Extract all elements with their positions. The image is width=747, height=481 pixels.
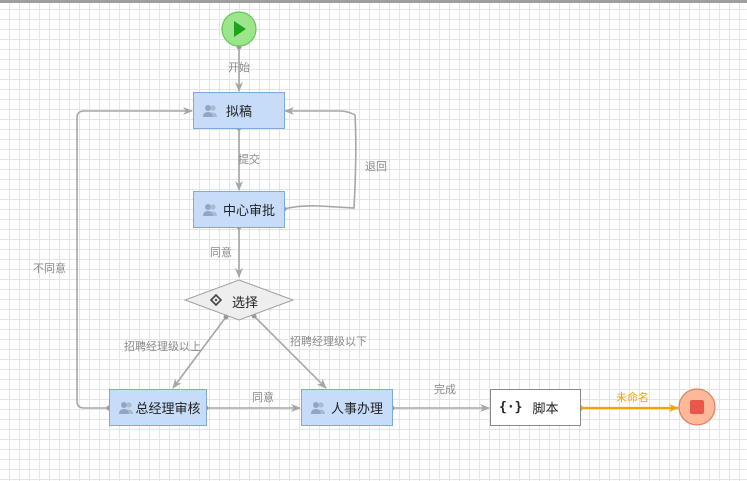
users-icon (203, 203, 217, 216)
edge-center-to-draft[interactable] (283, 107, 357, 210)
gateway-icon (209, 293, 223, 307)
edge-label-below-manager: 招聘经理级以下 (290, 335, 367, 348)
task-label: 脚本 (532, 402, 559, 417)
task-label: 总经理审核 (135, 402, 201, 417)
gateway-label: 选择 (232, 296, 259, 311)
users-icon (119, 401, 133, 414)
top-border (0, 0, 747, 3)
end-event[interactable] (678, 388, 716, 426)
task-label: 中心审批 (222, 204, 275, 219)
edge-label-return: 退回 (365, 160, 387, 173)
task-script[interactable]: {·} 脚本 (490, 389, 581, 426)
edge-label-unnamed: 未命名 (616, 391, 649, 404)
play-icon (234, 21, 246, 37)
task-label: 人事办理 (330, 402, 383, 417)
gateway-choice[interactable] (183, 279, 295, 321)
users-icon (311, 401, 325, 414)
task-draft[interactable]: 拟稿 (193, 92, 285, 129)
edge-choice-to-gm[interactable] (172, 316, 227, 389)
task-hr-process[interactable]: 人事办理 (301, 389, 393, 426)
task-label: 拟稿 (225, 105, 252, 120)
edge-gm-to-draft[interactable] (76, 107, 193, 409)
task-gm-review[interactable]: 总经理审核 (109, 389, 207, 426)
edge-choice-to-hr[interactable] (253, 315, 327, 389)
edge-label-start: 开始 (228, 61, 250, 74)
edge-label-complete: 完成 (434, 383, 456, 396)
users-icon (203, 104, 217, 117)
stop-icon (690, 400, 704, 414)
start-event[interactable] (221, 11, 257, 47)
edge-label-disagree: 不同意 (33, 262, 66, 275)
edge-label-submit: 提交 (238, 153, 260, 166)
edge-label-agree: 同意 (210, 246, 232, 259)
code-braces-icon: {·} (499, 400, 523, 415)
edge-label-gm-agree: 同意 (252, 391, 274, 404)
edge-label-above-manager: 招聘经理级以上 (124, 340, 201, 353)
task-center-approval[interactable]: 中心审批 (193, 191, 285, 228)
